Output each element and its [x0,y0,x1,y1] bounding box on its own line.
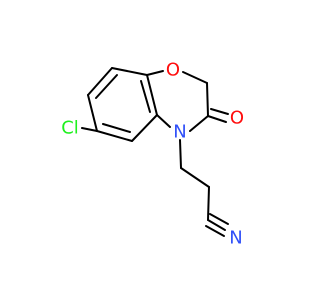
bond [87,67,113,96]
bond [96,130,133,142]
bond [131,114,158,142]
bond [146,74,158,116]
oxazine-ring [146,70,209,132]
bond [205,225,225,237]
nitrile-nitrogen-label: N [229,228,242,249]
bond [102,123,131,133]
bond [95,74,118,99]
bond [207,115,227,123]
carbonyl-oxygen-label: O [230,108,244,129]
bond [207,186,210,221]
bond [111,67,148,76]
bond [206,82,209,117]
bond [209,213,229,225]
chlorine-atom-label: Cl [61,118,79,139]
bond [87,94,98,132]
bond [81,127,98,132]
bond [180,167,210,188]
bond [182,71,208,84]
bond [140,80,151,113]
bond [179,139,182,169]
bond [207,219,226,231]
carbonyl [207,108,229,123]
nitrile-chain [179,139,229,237]
bond [210,108,229,115]
benzene-ring [87,67,158,142]
nitrogen-atom-label: N [173,122,186,143]
bond [146,70,164,76]
bond [189,115,209,132]
oxygen-atom-label: O [166,60,180,81]
molecule-structure: O Cl N O N [61,60,244,249]
bond [156,114,171,128]
